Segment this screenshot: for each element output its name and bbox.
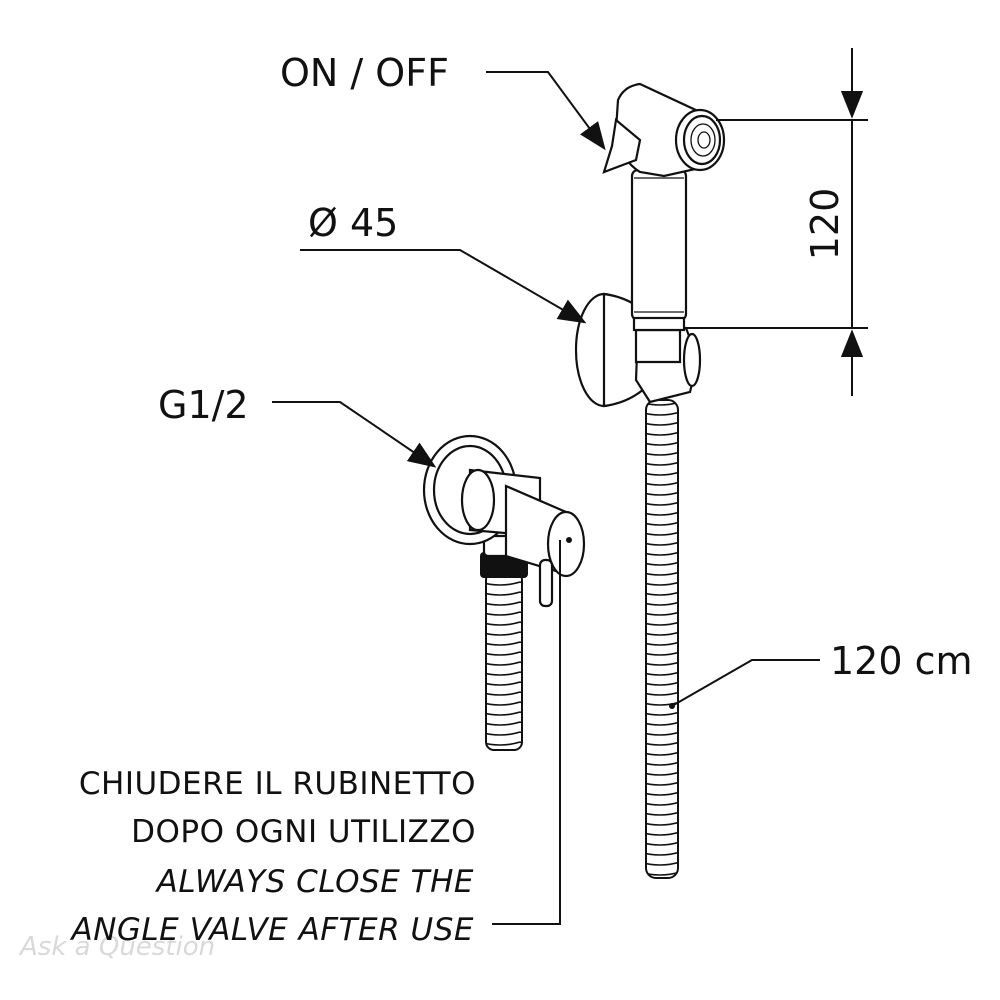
note-en-line2: ANGLE VALVE AFTER USE bbox=[69, 912, 474, 948]
note-it-line2: DOPO OGNI UTILIZZO bbox=[131, 814, 476, 850]
on-off-label: ON / OFF bbox=[280, 51, 449, 95]
on-off-trigger bbox=[602, 117, 642, 174]
hand-shower bbox=[602, 82, 726, 332]
angle-valve bbox=[422, 434, 586, 751]
thread-label: G1/2 bbox=[158, 383, 249, 427]
height-dimension: 120 bbox=[686, 48, 868, 396]
leader-lines bbox=[272, 71, 820, 925]
wall-holder bbox=[574, 292, 702, 408]
note-it-line1: CHIUDERE IL RUBINETTO bbox=[79, 766, 476, 802]
height-dimension-label: 120 bbox=[803, 188, 847, 261]
usage-note: CHIUDERE IL RUBINETTO DOPO OGNI UTILIZZO… bbox=[69, 766, 476, 948]
hose-length-label: 120 cm bbox=[830, 639, 973, 683]
note-en-line1: ALWAYS CLOSE THE bbox=[155, 864, 474, 900]
shower-hose bbox=[645, 399, 679, 879]
watermark-text: Ask a Question bbox=[18, 932, 215, 962]
diameter-label: Ø 45 bbox=[308, 201, 398, 245]
